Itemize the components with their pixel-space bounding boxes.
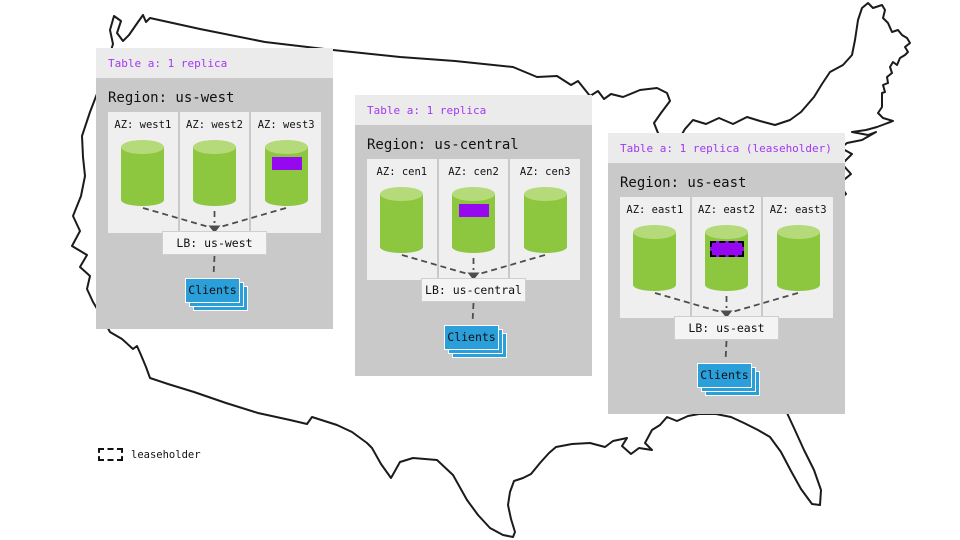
- clients-box: Clients: [444, 325, 499, 350]
- az-label: AZ: east1: [626, 204, 684, 216]
- load-balancer-box: LB: us-west: [162, 231, 267, 255]
- az-label: AZ: cen2: [448, 166, 499, 178]
- az-box-cen1: AZ: cen1: [367, 159, 437, 280]
- database-node-icon: [193, 140, 236, 206]
- region-panel-us-west: Table a: 1 replica Region: us-west AZ: w…: [96, 48, 333, 329]
- region-title: Region: us-east: [620, 175, 747, 191]
- az-row: AZ: cen1 AZ: cen2 AZ: cen3: [367, 159, 581, 280]
- az-box-west2: AZ: west2: [179, 112, 250, 233]
- az-box-east1: AZ: east1: [620, 197, 690, 318]
- leaseholder-legend-label: leaseholder: [131, 448, 201, 461]
- az-label: AZ: west3: [257, 119, 315, 131]
- az-label: AZ: east2: [698, 204, 755, 216]
- database-node-icon: [776, 225, 820, 291]
- clients-stack: Clients: [444, 325, 507, 358]
- az-box-west1: AZ: west1: [108, 112, 178, 233]
- clients-box: Clients: [185, 278, 240, 303]
- az-box-cen3: AZ: cen3: [510, 159, 581, 280]
- database-node-icon: [121, 140, 165, 206]
- region-body: Region: us-west AZ: west1 AZ: west2 AZ: …: [96, 78, 333, 329]
- database-node-icon: [523, 187, 567, 253]
- region-body: Region: us-central AZ: cen1 AZ: cen2 AZ:…: [355, 125, 592, 376]
- load-balancer-box: LB: us-central: [421, 278, 526, 302]
- replica-range-icon: [459, 204, 489, 217]
- clients-box: Clients: [697, 363, 752, 388]
- az-row: AZ: east1 AZ: east2 AZ: east3: [620, 197, 834, 318]
- table-replica-label: Table a: 1 replica: [355, 95, 592, 125]
- az-label: AZ: east3: [769, 204, 827, 216]
- database-node-icon: [705, 225, 748, 291]
- region-panel-us-east: Table a: 1 replica (leaseholder) Region:…: [608, 133, 845, 414]
- clients-stack: Clients: [185, 278, 248, 311]
- az-label: AZ: west2: [186, 119, 243, 131]
- database-node-icon: [264, 140, 308, 206]
- az-label: AZ: cen3: [519, 166, 571, 178]
- az-box-cen2: AZ: cen2: [438, 159, 509, 280]
- region-title: Region: us-west: [108, 90, 235, 106]
- az-box-west3: AZ: west3: [251, 112, 322, 233]
- database-node-icon: [380, 187, 424, 253]
- az-box-east3: AZ: east3: [763, 197, 834, 318]
- table-replica-label: Table a: 1 replica: [96, 48, 333, 78]
- az-label: AZ: west1: [114, 119, 172, 131]
- leaseholder-swatch-icon: [98, 448, 123, 461]
- region-body: Region: us-east AZ: east1 AZ: east2 AZ: …: [608, 163, 845, 414]
- az-label: AZ: cen1: [376, 166, 428, 178]
- leaseholder-legend: leaseholder: [98, 448, 201, 461]
- database-node-icon: [452, 187, 495, 253]
- region-panel-us-central: Table a: 1 replica Region: us-central AZ…: [355, 95, 592, 376]
- region-title: Region: us-central: [367, 137, 519, 153]
- leaseholder-range-icon: [710, 241, 744, 257]
- clients-stack: Clients: [697, 363, 760, 396]
- replica-range-icon: [271, 157, 302, 170]
- database-node-icon: [633, 225, 677, 291]
- az-row: AZ: west1 AZ: west2 AZ: west3: [108, 112, 322, 233]
- table-replica-label: Table a: 1 replica (leaseholder): [608, 133, 845, 163]
- load-balancer-box: LB: us-east: [674, 316, 779, 340]
- az-box-east2: AZ: east2: [691, 197, 762, 318]
